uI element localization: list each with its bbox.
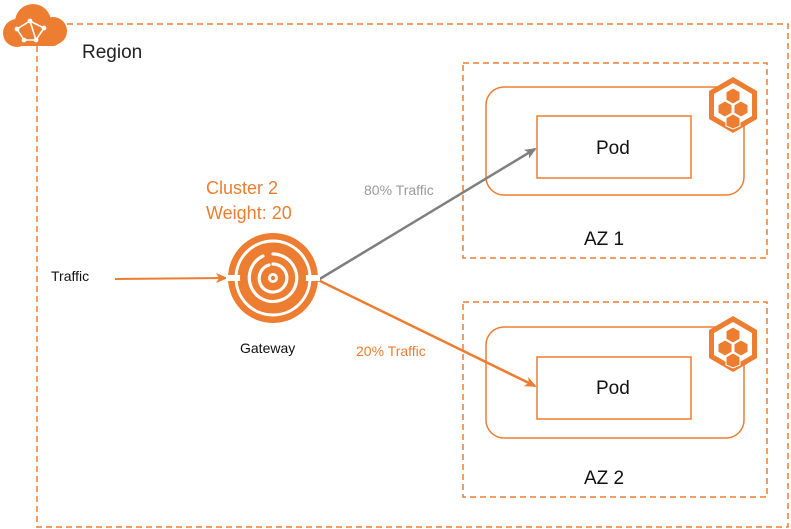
az2-pod-label: Pod xyxy=(596,378,630,399)
route-label-80: 80% Traffic xyxy=(364,182,434,198)
route-arrow-20 xyxy=(317,278,537,388)
gateway-icon[interactable] xyxy=(226,233,320,323)
az2-pod-box[interactable] xyxy=(536,356,692,420)
cloud-icon xyxy=(3,4,67,47)
az1-label: AZ 1 xyxy=(584,229,625,250)
az1-pod-box[interactable] xyxy=(536,115,692,179)
az1-node-group xyxy=(485,86,745,196)
az2-node-group xyxy=(485,326,745,439)
az2-label: AZ 2 xyxy=(584,468,625,489)
gateway-label: Gateway xyxy=(240,340,296,356)
az1-pod-label: Pod xyxy=(596,138,630,159)
cluster-weight: Weight: 20 xyxy=(206,203,292,223)
incoming-traffic-label: Traffic xyxy=(51,268,90,284)
az2-boundary xyxy=(462,301,768,498)
az1-boundary xyxy=(462,62,768,259)
region-label: Region xyxy=(82,42,143,63)
region-boundary xyxy=(36,23,789,528)
incoming-traffic-arrow xyxy=(114,273,228,284)
cluster-name: Cluster 2 xyxy=(206,178,279,198)
container-cluster-icon xyxy=(709,316,757,372)
route-label-20: 20% Traffic xyxy=(356,343,426,359)
container-cluster-icon xyxy=(709,77,757,133)
route-arrow-80 xyxy=(317,147,537,282)
